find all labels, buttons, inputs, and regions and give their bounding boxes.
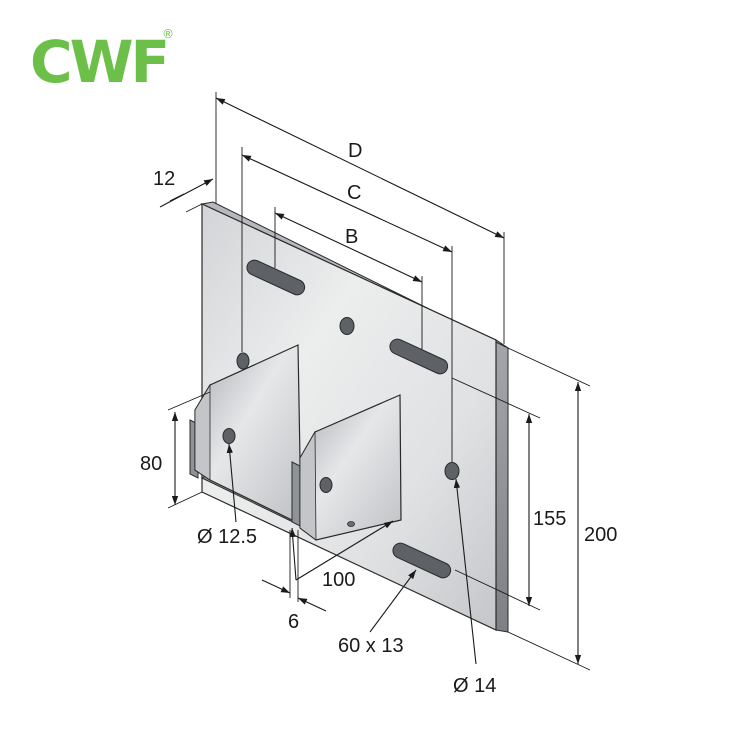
dimension-hole-12-5: Ø 12.5 [197,443,257,548]
dimension-80: 80 [140,391,211,509]
slot-bottom-right [392,542,452,579]
label-12: 12 [153,168,175,190]
right-fin-edge [291,461,301,527]
left-fin-hole [222,428,236,444]
plate-right-edge [495,339,509,633]
dimension-hole-14: Ø 14 [453,478,496,697]
plate-hole-left [236,352,250,370]
label-c: C [347,182,361,204]
label-d: D [348,140,362,162]
label-hole-14: Ø 14 [453,675,496,697]
label-6: 6 [288,611,299,633]
logo-text: CWF [30,28,167,92]
dimension-b: B [274,207,423,350]
right-bracket-fin [291,394,402,541]
dimension-6: 6 [261,530,327,633]
right-fin-hole [319,477,333,493]
label-80: 80 [140,453,162,475]
left-fin-chamfer [194,383,211,481]
dimension-slot: 60 x 13 [338,569,417,657]
cwf-logo: CWF ® [30,26,190,96]
label-slot: 60 x 13 [338,635,404,657]
label-200: 200 [584,524,617,546]
dimension-200: 200 [507,347,617,671]
plate-hole-right [444,462,460,480]
label-155: 155 [533,508,566,530]
plate-hole-center [339,317,355,335]
dimension-12: 12 [153,168,214,213]
plate-features [236,259,460,579]
left-bracket-fin [189,344,302,523]
label-hole-12-5: Ø 12.5 [197,526,257,548]
dimension-100: 100 [289,520,394,591]
label-100: 100 [322,569,355,591]
right-fin-bolt [347,521,355,527]
label-b: B [345,226,358,248]
right-fin-chamfer [299,430,317,541]
dimension-155: 155 [451,377,566,611]
registered-mark: ® [162,27,174,41]
